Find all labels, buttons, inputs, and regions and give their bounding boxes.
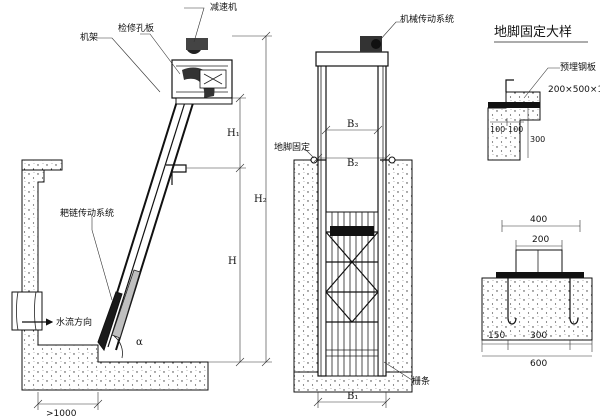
water-flow-label: 水流方向	[56, 316, 92, 328]
anchor-column	[515, 249, 563, 275]
dim-200: 200	[532, 235, 549, 245]
dim-min-distance: >1000	[46, 409, 77, 419]
dim-100b: 100	[508, 125, 523, 134]
base-plate	[496, 272, 584, 278]
front-elevation-view: 机械传动系统 地脚固定 B₃ B₂ 栅条 B₁	[274, 13, 454, 408]
front-top-drive-box	[315, 51, 389, 67]
dim-b1: B₁	[347, 391, 358, 402]
frame-left-column	[317, 63, 327, 377]
dim-100a: 100	[490, 125, 505, 134]
channel-wall-top	[21, 159, 63, 171]
side-elevation-view: 水流方向 α 减速机 机架 检修孔板	[11, 1, 272, 419]
dim-300-horizontal: 300	[530, 331, 547, 341]
platform-bracket	[166, 164, 187, 185]
plate-size-label: 200×500×12	[548, 85, 600, 95]
dim-h1: H₁	[227, 128, 240, 139]
head-drive-unit	[171, 38, 233, 105]
mech-drive-label: 机械传动系统	[400, 13, 454, 25]
angle-alpha-label: α	[136, 337, 143, 348]
dim-h2: H₂	[254, 194, 267, 205]
front-right-wall	[383, 159, 413, 391]
inspection-hatch-label: 检修孔板	[118, 22, 154, 34]
anchor-detail-view: 地脚固定大样 预埋钢板 200×500×12 100 100 300 400 2…	[481, 24, 600, 369]
vertical-dimensions	[186, 31, 272, 367]
dim-600: 600	[530, 359, 547, 369]
dim-400: 400	[530, 215, 547, 225]
embedded-plate	[488, 102, 540, 108]
anchor-fix-label: 地脚固定	[274, 141, 310, 153]
anchor-detail-title: 地脚固定大样	[494, 24, 572, 40]
dim-300-vertical: 300	[530, 135, 545, 144]
reducer-label: 减速机	[210, 1, 237, 13]
dim-b2: B₂	[347, 158, 358, 169]
bar-screen-grate	[325, 211, 379, 377]
angle-arc	[113, 335, 123, 359]
rake-chain-drive-label: 耙链传动系统	[60, 207, 114, 219]
dim-150: 150	[488, 331, 505, 341]
grate-bars-label: 栅条	[412, 375, 430, 387]
embedded-plate-label: 预埋钢板	[560, 61, 596, 73]
dim-h: H	[228, 256, 237, 267]
dim-b3: B₃	[347, 119, 358, 130]
inclined-frame	[97, 97, 195, 352]
channel-wall-concrete	[21, 167, 209, 391]
frame-label: 机架	[80, 31, 98, 43]
frame-right-column	[377, 63, 387, 377]
